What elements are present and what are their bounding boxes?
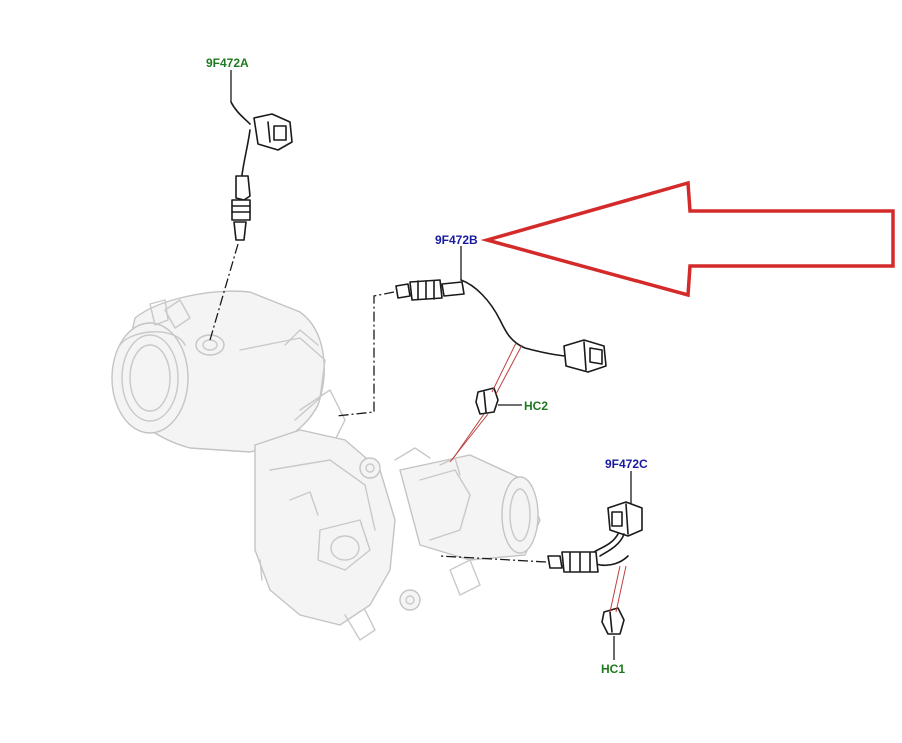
sensor-9f472c[interactable] bbox=[439, 471, 643, 573]
sensor-9f472b[interactable] bbox=[335, 246, 607, 417]
catalytic-converter-ghost bbox=[111, 290, 541, 641]
clip-hc1[interactable] bbox=[601, 565, 627, 660]
label-hc1: HC1 bbox=[601, 662, 626, 676]
label-9f472b: 9F472B bbox=[435, 233, 478, 247]
sensor-9f472a[interactable] bbox=[209, 70, 293, 341]
highlight-arrow bbox=[480, 180, 895, 298]
label-hc2: HC2 bbox=[524, 399, 549, 413]
label-9f472c: 9F472C bbox=[605, 457, 648, 471]
label-9f472a: 9F472A bbox=[206, 56, 249, 70]
clip-hc2[interactable] bbox=[449, 342, 523, 463]
